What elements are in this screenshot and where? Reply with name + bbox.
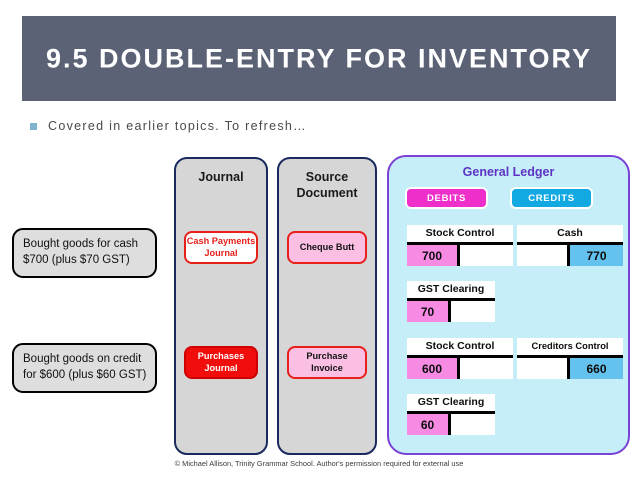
general-ledger-title: General Ledger: [462, 165, 555, 179]
source-chip-purchase-invoice: Purchase Invoice: [287, 346, 367, 379]
t-account-name: Creditors Control: [517, 338, 623, 358]
transaction-line-2: for $600 (plus $60 GST): [23, 369, 147, 382]
journal-chip-cash-payments: Cash Payments Journal: [184, 231, 258, 264]
t-account-credit-cell: [451, 301, 495, 322]
t-account-body: 600: [407, 358, 513, 379]
chip-line-1: Cash Payments: [186, 235, 256, 246]
chip-line-2: Journal: [204, 362, 238, 373]
transaction-box-credit: Bought goods on credit for $600 (plus $6…: [12, 343, 157, 393]
t-account-body: 70: [407, 301, 495, 322]
bullet-square-icon: [30, 122, 37, 130]
t-account-gst-clearing-1: GST Clearing 70: [407, 281, 495, 322]
t-account-debit-cell: 600: [407, 358, 460, 379]
t-account-body: 60: [407, 414, 495, 435]
chip-line-1: Purchase: [306, 350, 348, 361]
t-account-stock-control-2: Stock Control 600: [407, 338, 513, 379]
t-account-credit-cell: [460, 245, 513, 266]
bullet-row: Covered in earlier topics. To refresh…: [30, 119, 307, 133]
t-account-credit-cell: [451, 414, 495, 435]
source-chip-cheque-butt: Cheque Butt: [287, 231, 367, 264]
journal-chip-purchases: Purchases Journal: [184, 346, 258, 379]
t-account-name: Stock Control: [407, 225, 513, 245]
source-document-column-heading: Source Document: [279, 170, 375, 201]
t-account-credit-cell: 770: [570, 245, 623, 266]
chip-line-2: Journal: [204, 247, 238, 258]
t-account-gst-clearing-2: GST Clearing 60: [407, 394, 495, 435]
t-account-debit-cell: 700: [407, 245, 460, 266]
t-account-name: GST Clearing: [407, 394, 495, 414]
title-banner: 9.5 DOUBLE-ENTRY FOR INVENTORY: [22, 16, 616, 101]
t-account-body: 700: [407, 245, 513, 266]
t-account-body: 660: [517, 358, 623, 379]
t-account-creditors-control: Creditors Control 660: [517, 338, 623, 379]
page-title: 9.5 DOUBLE-ENTRY FOR INVENTORY: [45, 43, 593, 73]
t-account-cash: Cash 770: [517, 225, 623, 266]
heading-line-1: Source: [305, 170, 349, 184]
t-account-debit-cell: 60: [407, 414, 451, 435]
t-account-debit-cell: 70: [407, 301, 451, 322]
debits-badge: DEBITS: [405, 187, 488, 209]
t-account-name: GST Clearing: [407, 281, 495, 301]
t-account-name: Cash: [517, 225, 623, 245]
source-document-column-panel: Source Document: [277, 157, 377, 455]
t-account-name: Stock Control: [407, 338, 513, 358]
chip-line-1: Purchases: [197, 350, 245, 361]
chip-line-2: Invoice: [311, 362, 343, 373]
t-account-stock-control-1: Stock Control 700: [407, 225, 513, 266]
transaction-box-cash: Bought goods for cash $700 (plus $70 GST…: [12, 228, 157, 278]
t-account-credit-cell: 660: [570, 358, 623, 379]
transaction-line-2: $700 (plus $70 GST): [23, 254, 130, 267]
transaction-line-1: Bought goods for cash: [23, 238, 139, 250]
t-account-debit-cell: [517, 358, 570, 379]
journal-column-panel: Journal: [174, 157, 268, 455]
transaction-line-1: Bought goods on credit: [23, 353, 142, 365]
journal-column-heading: Journal: [198, 170, 244, 184]
t-account-credit-cell: [460, 358, 513, 379]
credits-badge: CREDITS: [510, 187, 593, 209]
heading-line-2: Document: [296, 185, 358, 200]
chip-line-1: Cheque Butt: [299, 241, 355, 252]
t-account-body: 770: [517, 245, 623, 266]
copyright-footer: © Michael Allison, Trinity Grammar Schoo…: [174, 459, 464, 468]
t-account-debit-cell: [517, 245, 570, 266]
bullet-text: Covered in earlier topics. To refresh…: [48, 119, 307, 133]
